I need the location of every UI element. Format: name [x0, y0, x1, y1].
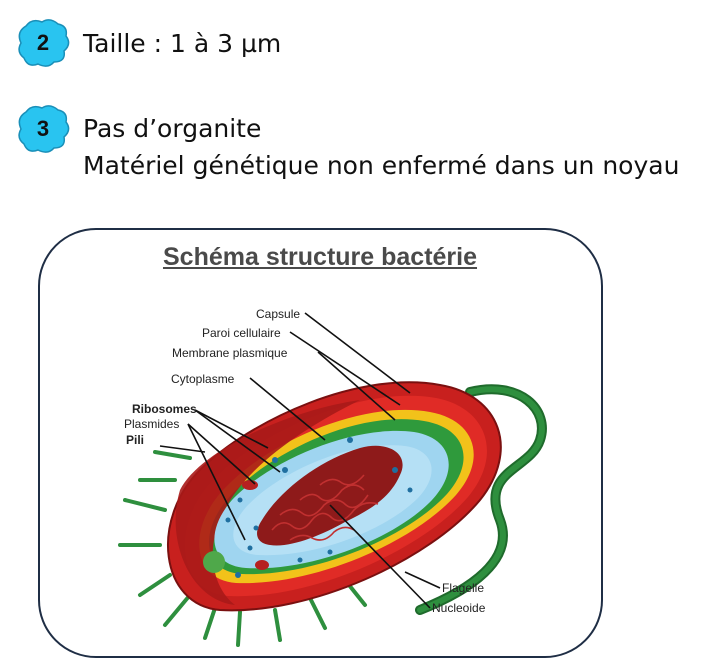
label-cytoplasme: Cytoplasme [171, 372, 235, 386]
label-capsule: Capsule [256, 307, 300, 321]
ribosomes [225, 437, 413, 578]
label-ribosomes: Ribosomes [132, 402, 197, 416]
inclusion-granule [203, 551, 225, 573]
badge-shape: 3 [18, 105, 70, 153]
label-flagelle: Flagelle [442, 581, 484, 595]
capsule-front [175, 400, 360, 605]
label-paroi: Paroi cellulaire [202, 326, 281, 340]
leader-lines [159, 312, 441, 609]
nucleoid [257, 445, 403, 546]
label-pili: Pili [126, 433, 144, 447]
genetic-material-line: Matériel génétique non enfermé dans un n… [83, 151, 680, 180]
label-nucleoide: Nucleoide [432, 601, 486, 615]
nucleoid-strands [271, 474, 379, 541]
label-membrane: Membrane plasmique [172, 346, 288, 360]
size-line: Taille : 1 à 3 µm [83, 29, 282, 58]
badge-shape: 2 [18, 19, 70, 67]
badge-number: 2 [37, 30, 49, 55]
number-badge-2: 2 [14, 16, 72, 70]
organelle-line: Pas d’organite [83, 114, 262, 143]
badge-number: 3 [37, 116, 49, 141]
number-badge-3: 3 [14, 102, 72, 156]
flagellum-highlight [417, 386, 545, 613]
diagram-title: Schéma structure bactérie [162, 243, 478, 271]
pili [118, 450, 367, 647]
label-plasmides: Plasmides [124, 417, 179, 431]
